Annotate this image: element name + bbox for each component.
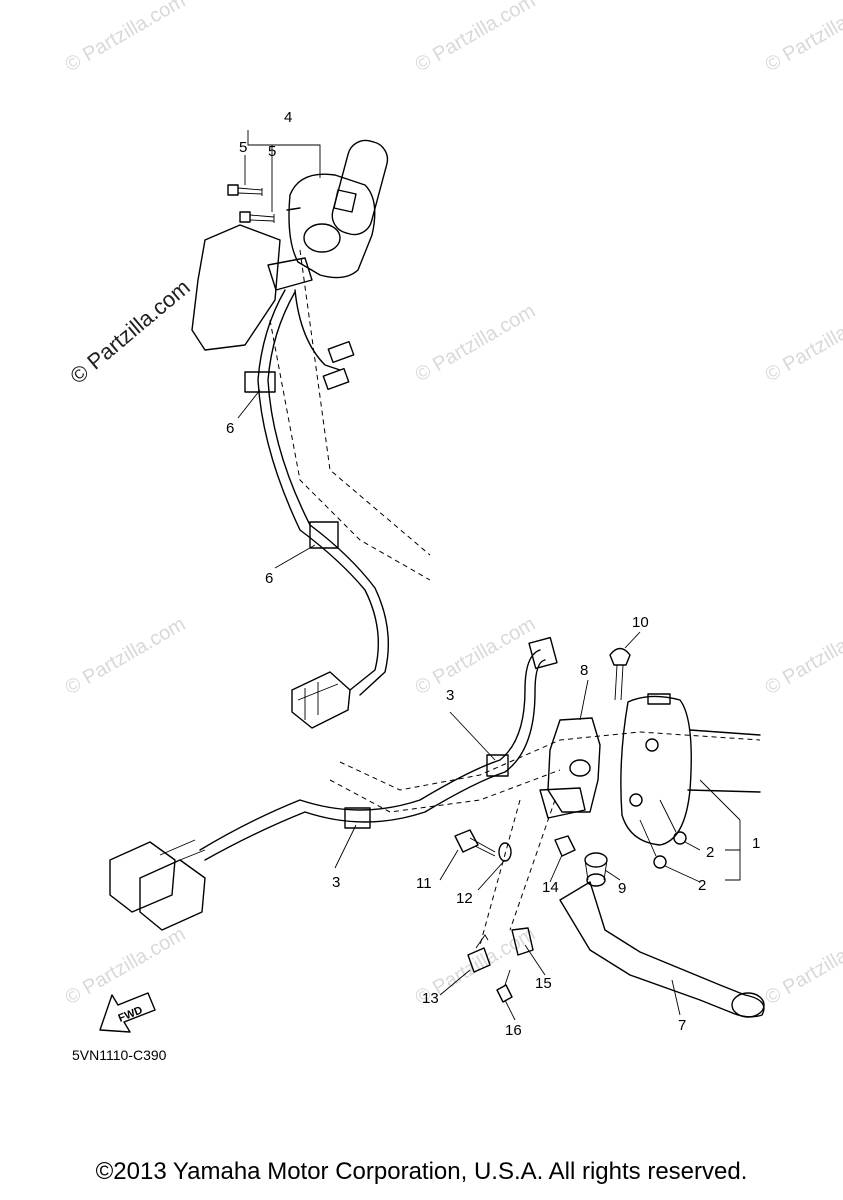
washer-12 bbox=[498, 842, 512, 862]
watermark: © Partzilla.com bbox=[412, 613, 540, 699]
collar-9 bbox=[584, 852, 608, 887]
upper-coupler bbox=[291, 671, 351, 729]
upper-wire-harness bbox=[244, 289, 389, 696]
bolt-13 bbox=[467, 934, 491, 973]
copyright-notice: ©2013 Yamaha Motor Corporation, U.S.A. A… bbox=[95, 1158, 748, 1185]
pivot-bolt-10 bbox=[609, 647, 631, 701]
callout-16: 16 bbox=[505, 1022, 522, 1039]
upper-handlebar bbox=[269, 249, 431, 581]
left-switch-assembly bbox=[286, 139, 389, 279]
callout-3: 3 bbox=[332, 874, 340, 891]
leader-lines bbox=[237, 130, 741, 1021]
watermark-layer: © Partzilla.com © Partzilla.com © Partzi… bbox=[62, 0, 843, 1009]
callout-3: 3 bbox=[446, 687, 454, 704]
watermark: © Partzilla.com bbox=[412, 0, 540, 76]
watermark: © Partzilla.com bbox=[762, 300, 843, 386]
callout-4: 4 bbox=[284, 109, 292, 126]
callout-6: 6 bbox=[226, 420, 234, 437]
watermark: © Partzilla.com bbox=[62, 613, 190, 699]
callout-12: 12 bbox=[456, 890, 473, 907]
watermark: © Partzilla.com bbox=[762, 923, 843, 1009]
watermark-dark: © Partzilla.com bbox=[65, 274, 195, 388]
callout-5: 5 bbox=[268, 143, 276, 160]
part-code: 5VN1110-C390 bbox=[72, 1047, 167, 1063]
callout-2: 2 bbox=[698, 877, 706, 894]
callout-15: 15 bbox=[535, 975, 552, 992]
callout-13: 13 bbox=[422, 990, 439, 1007]
screw-5-upper bbox=[227, 184, 263, 196]
watermark: © Partzilla.com bbox=[412, 300, 540, 386]
watermark: © Partzilla.com bbox=[62, 0, 190, 76]
callout-8: 8 bbox=[580, 662, 588, 679]
callout-11: 11 bbox=[416, 875, 432, 892]
watermark: © Partzilla.com bbox=[762, 613, 843, 699]
callout-7: 7 bbox=[678, 1017, 686, 1034]
callout-10: 10 bbox=[632, 614, 649, 631]
lower-couplers bbox=[109, 839, 206, 931]
watermark: © Partzilla.com bbox=[762, 0, 843, 76]
lever-holder bbox=[539, 717, 601, 819]
lower-handlebar bbox=[329, 731, 761, 813]
screw-16 bbox=[496, 969, 513, 1003]
callout-1: 1 bbox=[752, 835, 760, 852]
callout-14: 14 bbox=[542, 879, 559, 896]
screw-2-upper bbox=[659, 799, 687, 845]
switch-housing-box bbox=[191, 224, 313, 351]
right-switch-assembly bbox=[620, 693, 761, 846]
screw-2-lower bbox=[639, 819, 667, 869]
callout-2: 2 bbox=[706, 844, 714, 861]
bolt-11 bbox=[454, 829, 496, 857]
fwd-arrow: FWD bbox=[99, 992, 156, 1033]
clutch-switch-15 bbox=[511, 927, 534, 956]
callout-9: 9 bbox=[618, 880, 626, 897]
callout-labels: 4 5 5 6 6 10 8 3 1 2 2 3 11 12 14 9 13 1… bbox=[226, 109, 760, 1039]
watermark: © Partzilla.com bbox=[62, 923, 190, 1009]
nut-14 bbox=[554, 835, 576, 857]
fwd-label: FWD bbox=[117, 1004, 145, 1025]
clutch-lever bbox=[559, 881, 765, 1018]
lower-wire-harness bbox=[199, 636, 558, 861]
callout-5: 5 bbox=[239, 139, 247, 156]
screw-5-lower bbox=[239, 211, 275, 223]
callout-6: 6 bbox=[265, 570, 273, 587]
